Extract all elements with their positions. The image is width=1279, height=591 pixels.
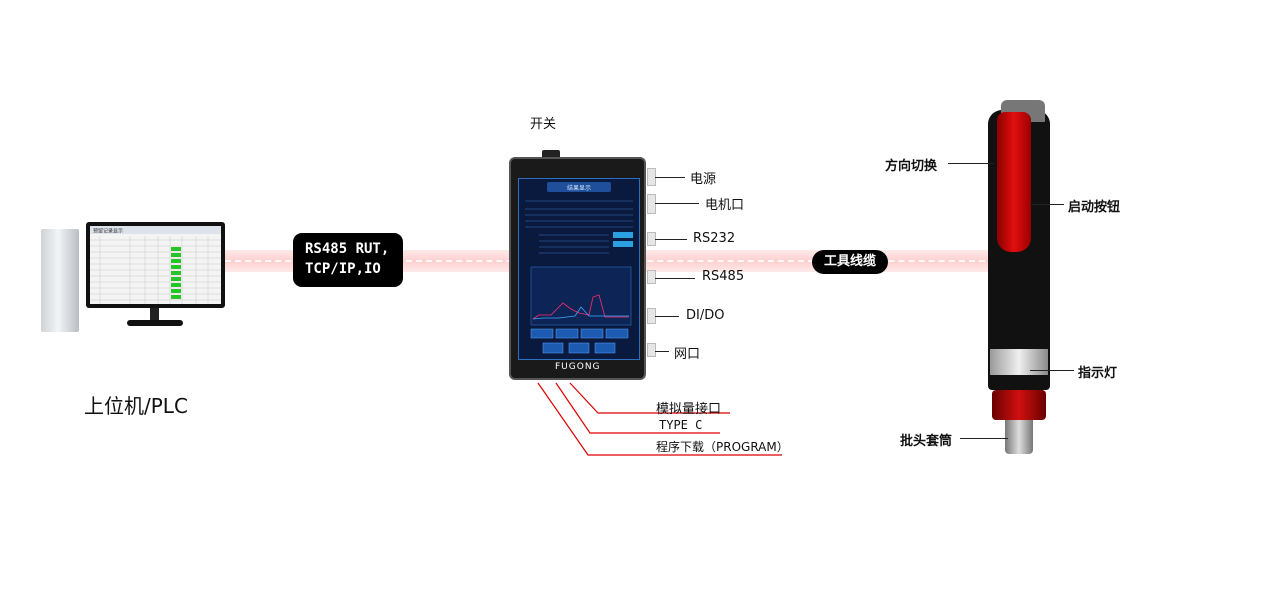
- leader-direction: [948, 163, 994, 164]
- label-start: 启动按钮: [1068, 200, 1121, 215]
- leader-network: [655, 351, 669, 352]
- monitor-foot: [127, 320, 183, 326]
- power-switch: [542, 150, 560, 159]
- leader-dido: [655, 316, 679, 317]
- tool-bit-holder: [1005, 420, 1033, 454]
- leader-socket: [960, 438, 1008, 439]
- monitor-stand: [150, 308, 159, 322]
- controller-screen-ui: 结果显示: [525, 182, 633, 354]
- port-network: [647, 343, 656, 357]
- port-rs485: [647, 270, 656, 284]
- protocol-line-1: RS485 RUT,: [305, 241, 390, 257]
- label-rs232: RS232: [693, 231, 736, 246]
- label-rs485: RS485: [702, 269, 745, 284]
- leader-indicator: [1030, 370, 1074, 371]
- leader-power: [655, 177, 685, 178]
- protocol-line-2: TCP/IP,IO: [305, 261, 381, 277]
- label-network: 网口: [674, 347, 701, 362]
- tool-start-button: [997, 112, 1031, 252]
- pc-tower: [41, 229, 79, 332]
- label-socket: 批头套筒: [900, 434, 953, 449]
- label-program: 程序下载（PROGRAM）: [656, 440, 789, 454]
- label-analog: 模拟量接口: [656, 402, 722, 417]
- controller-brand: FUGONG: [555, 362, 601, 372]
- controller-screen-title: 结果显示: [567, 184, 591, 192]
- port-motor: [647, 194, 656, 214]
- pc-screen: 预留记录显示: [90, 226, 221, 304]
- label-dido: DI/DO: [686, 308, 725, 323]
- bottom-leaders: [537, 382, 782, 456]
- protocol-pill: RS485 RUT, TCP/IP,IO: [293, 233, 403, 287]
- pc-screen-title: 预留记录显示: [93, 228, 123, 235]
- leader-rs232: [655, 239, 687, 240]
- leader-start: [1030, 204, 1064, 205]
- switch-label: 开关: [530, 117, 557, 132]
- tool-indicator-ring: [990, 349, 1048, 375]
- label-typec: TYPE C: [659, 418, 703, 432]
- pc-title: 上位机/PLC: [84, 394, 188, 418]
- pc-screen-table: 预留记录显示: [90, 226, 221, 304]
- cable-pill: 工具线缆: [812, 250, 888, 274]
- leader-rs485: [655, 278, 695, 279]
- tool-collar: [992, 390, 1046, 420]
- controller-screen: 结果显示: [518, 178, 640, 360]
- label-indicator: 指示灯: [1078, 366, 1118, 381]
- label-power: 电源: [690, 172, 717, 187]
- leader-motor: [655, 203, 699, 204]
- label-direction: 方向切换: [885, 159, 938, 174]
- label-motor: 电机口: [705, 198, 745, 213]
